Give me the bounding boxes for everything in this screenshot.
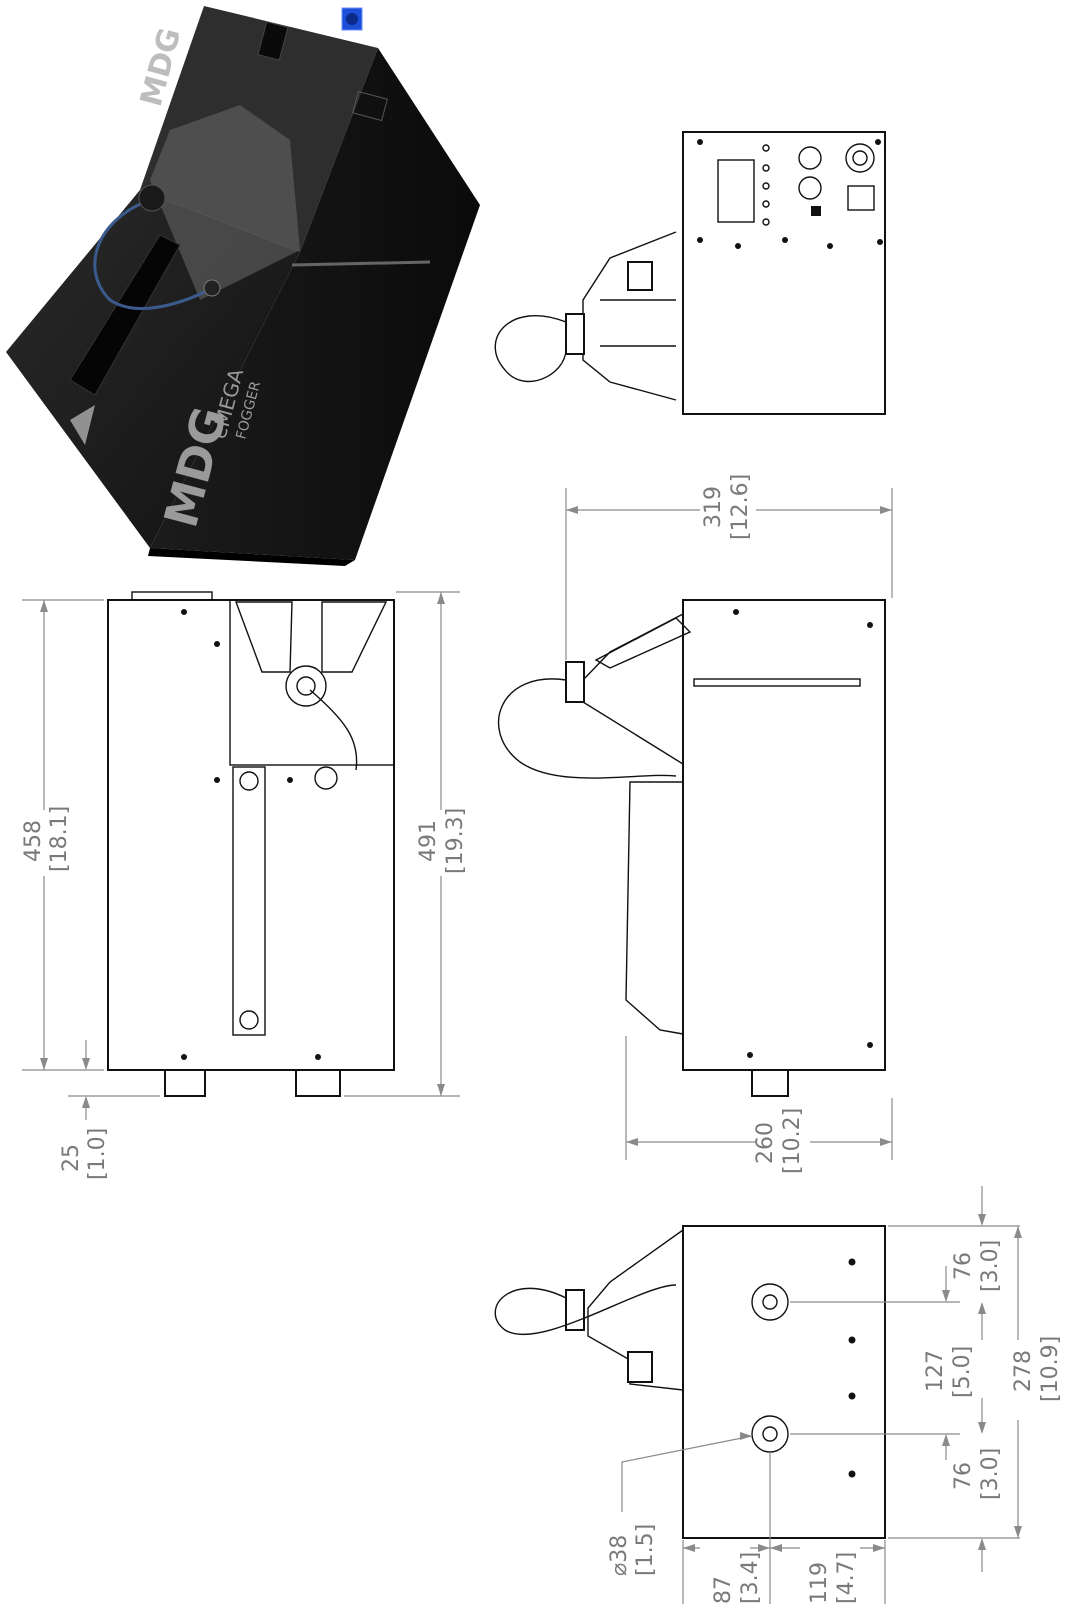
dim-width-top-mm: 319 (701, 486, 726, 528)
dim-total-length-mm: 278 (1011, 1350, 1036, 1392)
dim-foot-offset-a-mm: 76 (951, 1252, 976, 1280)
side-view-right (497, 599, 886, 1097)
side-view (107, 591, 395, 1097)
dim-feet-in: [1.0] (85, 1128, 110, 1180)
dimension-arrowhead (1014, 1226, 1022, 1238)
dim-foot-offset-b-mm: 76 (951, 1462, 976, 1490)
dimension-arrowhead (437, 1084, 445, 1096)
dimension-arrowhead (626, 1138, 638, 1146)
dim-diameter-mm: ⌀38 (607, 1535, 632, 1576)
dim-foot-pos-2-mm: 119 (807, 1562, 832, 1604)
dimension-arrowhead (40, 600, 48, 612)
dimension-arrowhead (942, 1290, 950, 1302)
dim-side-height-in: [18.1] (47, 806, 72, 872)
dim-width-body-in: [10.2] (780, 1108, 805, 1174)
dimension-arrowhead (880, 506, 892, 514)
diameter-leader-arrowhead (740, 1432, 752, 1440)
dimension-arrowhead (978, 1422, 986, 1434)
dimension-arrowhead (978, 1302, 986, 1314)
dim-foot-spacing-mm: 127 (923, 1350, 948, 1392)
dimension-labels: 458 [18.1] 491 [19.3] 25 [1.0] 319 [12.6… (21, 474, 1063, 1604)
front-view (494, 131, 886, 415)
dim-side-height-mm: 458 (21, 820, 46, 862)
dimension-arrowhead (873, 1544, 885, 1552)
isometric-render: MDG MDG eMEGA FOGGER (6, 6, 480, 566)
dim-total-length-in: [10.9] (1038, 1336, 1063, 1402)
dim-width-body-mm: 260 (753, 1122, 778, 1164)
dimension-arrowhead (82, 1058, 90, 1070)
dim-diameter-in: [1.5] (633, 1524, 658, 1576)
diameter-leader-line (621, 1435, 753, 1512)
dim-foot-offset-b-in: [3.0] (978, 1448, 1003, 1500)
dimension-lines (22, 488, 1022, 1604)
dimension-arrowhead (1014, 1526, 1022, 1538)
dimension-arrowhead (880, 1138, 892, 1146)
dim-foot-pos-2-in: [4.7] (834, 1552, 859, 1604)
dim-foot-offset-a-in: [3.0] (978, 1240, 1003, 1292)
dim-foot-spacing-in: [5.0] (950, 1346, 975, 1398)
dimension-arrowhead (82, 1096, 90, 1108)
dim-foot-pos-1-in: [3.4] (738, 1552, 763, 1604)
dim-foot-pos-1-mm: 87 (711, 1576, 736, 1604)
dimension-arrowhead (437, 592, 445, 604)
dim-width-top-in: [12.6] (728, 474, 753, 540)
dimension-arrowhead (942, 1434, 950, 1446)
dimension-arrowhead (978, 1538, 986, 1550)
dimension-arrowhead (40, 1058, 48, 1070)
dimension-arrowhead (770, 1544, 782, 1552)
dimension-arrowhead (566, 506, 578, 514)
dimension-arrowhead (683, 1544, 695, 1552)
dimension-arrowhead (758, 1544, 770, 1552)
dim-side-total-mm: 491 (416, 820, 441, 862)
dimension-arrowhead (978, 1214, 986, 1226)
bottom-view (494, 1225, 886, 1539)
dim-side-total-in: [19.3] (443, 808, 468, 874)
dim-feet-mm: 25 (59, 1144, 84, 1172)
